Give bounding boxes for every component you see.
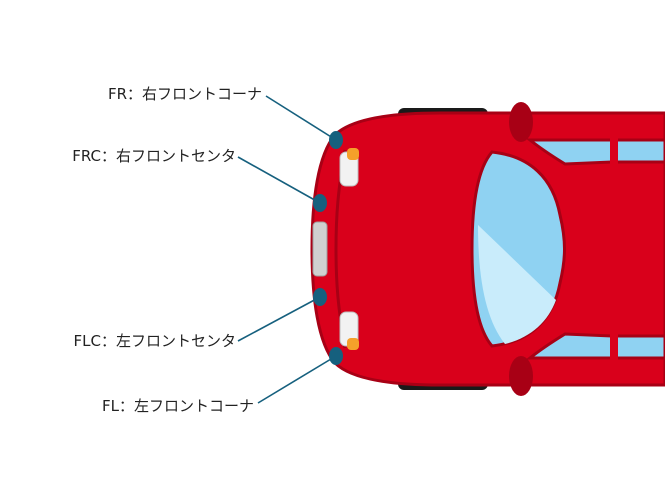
turn-signal-bottom [347, 338, 359, 350]
front-grille [312, 221, 328, 277]
label-frc: FRC：右フロントセンタ [72, 147, 236, 165]
car-illustration [310, 102, 665, 396]
leader-line-fr [265, 95, 337, 141]
leader-line-flc [237, 296, 321, 342]
mirror-top [509, 102, 533, 142]
hood-line [334, 149, 347, 349]
label-fr: FR：右フロントコーナ [108, 85, 262, 103]
turn-signal-top [347, 148, 359, 160]
label-flc: FLC：左フロントセンタ [74, 332, 236, 350]
leader-lines [237, 95, 337, 404]
leader-line-fl [257, 355, 337, 404]
sensor-dot-flc [313, 288, 327, 306]
sensor-dots [313, 131, 343, 365]
side-window-bottom [525, 332, 665, 360]
mirror-bottom [509, 356, 533, 396]
sensor-labels: FR：右フロントコーナ FRC：右フロントセンタ FLC：左フロントセンタ FL… [72, 85, 262, 415]
sensor-dot-fr [329, 131, 343, 149]
side-window-top [525, 138, 665, 166]
windshield-glare [478, 225, 556, 344]
leader-line-frc [237, 156, 321, 204]
sensor-dot-fl [329, 347, 343, 365]
label-fl: FL：左フロントコーナ [102, 397, 254, 415]
sensor-dot-frc [313, 194, 327, 212]
